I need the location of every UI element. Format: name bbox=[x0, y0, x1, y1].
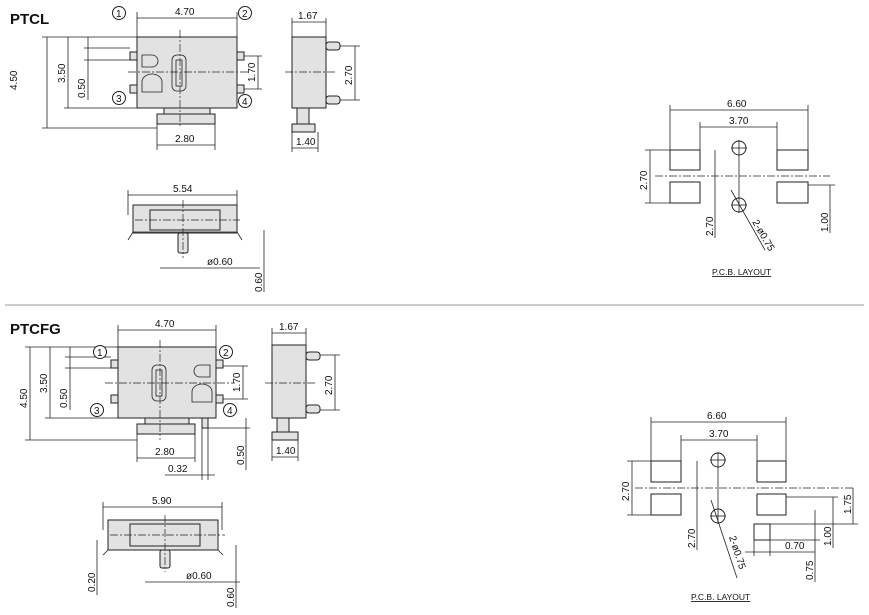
dim-offset-a: 1.75 bbox=[843, 494, 854, 514]
dim-small-pad-offset: 0.75 bbox=[805, 560, 816, 580]
bottom-view: 5.54 ø0.60 0.60 bbox=[127, 184, 265, 292]
dim-pin-offset: 0.50 bbox=[59, 388, 70, 408]
dim-depth: 1.67 bbox=[298, 11, 318, 22]
dim-pad-span: 2.70 bbox=[639, 170, 650, 190]
dim-pin-length: 0.60 bbox=[254, 272, 265, 292]
svg-text:1: 1 bbox=[116, 9, 122, 20]
svg-text:2: 2 bbox=[223, 348, 229, 359]
dim-holes: 2-ø0.75 bbox=[726, 535, 747, 572]
dim-width: 5.90 bbox=[152, 496, 172, 507]
dim-base-width: 2.80 bbox=[155, 447, 175, 458]
dim-outer: 6.60 bbox=[707, 411, 727, 422]
dim-width: 4.70 bbox=[155, 319, 175, 330]
dim-hole-span: 2.70 bbox=[705, 216, 716, 236]
side-view: 1.67 2.70 1.40 bbox=[285, 11, 360, 152]
dim-holes: 2-ø0.75 bbox=[749, 218, 776, 254]
dim-hole-span: 2.70 bbox=[687, 528, 698, 548]
pcb-layout: 6.60 3.70 2.70 2.70 2-ø0.75 1.75 1.00 0.… bbox=[621, 411, 858, 602]
section-title: PTCFG bbox=[10, 321, 61, 338]
dim-offset: 0.20 bbox=[87, 572, 98, 592]
dim-pin-span: 2.70 bbox=[324, 375, 335, 395]
dim-pin-length: 0.60 bbox=[226, 587, 237, 607]
dim-pin-dia: ø0.60 bbox=[207, 257, 233, 268]
dim-pin-span: 2.70 bbox=[344, 65, 355, 85]
dim-pin-dia: ø0.60 bbox=[186, 571, 212, 582]
dim-pin-offset: 0.50 bbox=[77, 78, 88, 98]
dim-inner: 3.70 bbox=[709, 429, 729, 440]
dim-gnd-len: 0.50 bbox=[236, 445, 247, 465]
dim-pin-pitch: 1.70 bbox=[232, 372, 243, 392]
svg-text:3: 3 bbox=[116, 94, 122, 105]
svg-text:4: 4 bbox=[227, 406, 233, 417]
svg-text:1: 1 bbox=[97, 348, 103, 359]
side-view: 1.67 2.70 1.40 bbox=[265, 322, 340, 461]
pcb-caption: P.C.B. LAYOUT bbox=[712, 267, 771, 277]
svg-text:3: 3 bbox=[94, 406, 100, 417]
dim-width: 4.70 bbox=[175, 7, 195, 18]
dim-offset-b: 1.00 bbox=[823, 526, 834, 546]
dim-height-body: 3.50 bbox=[57, 63, 68, 83]
switch-body bbox=[136, 36, 238, 109]
pcb-layout: 6.60 3.70 2.70 2.70 2-ø0.75 1.00 P.C.B. … bbox=[639, 99, 835, 277]
dim-width: 5.54 bbox=[173, 184, 193, 195]
dim-offset: 1.00 bbox=[820, 212, 831, 232]
pin-labels: 1 2 3 4 bbox=[112, 6, 252, 108]
section-title: PTCL bbox=[10, 11, 49, 28]
dim-small-pad: 0.70 bbox=[785, 541, 805, 552]
top-view: 4.70 4.50 3.50 0.50 1.70 2.80 1 2 bbox=[9, 6, 262, 150]
dim-gap: 0.32 bbox=[168, 464, 188, 475]
section-ptcl: PTCL 4.70 4.50 3.50 0.50 1.70 2.80 bbox=[9, 6, 835, 292]
dim-inner: 3.70 bbox=[729, 116, 749, 127]
dim-base-width: 2.80 bbox=[175, 134, 195, 145]
svg-text:2: 2 bbox=[242, 9, 248, 20]
dim-stem: 1.40 bbox=[276, 446, 296, 457]
section-ptcfg: PTCFG 4.70 4.50 3.50 0.50 1.70 2.80 bbox=[10, 319, 858, 608]
dim-height-total: 4.50 bbox=[9, 70, 20, 90]
dim-height-body: 3.50 bbox=[39, 373, 50, 393]
dim-depth: 1.67 bbox=[279, 322, 299, 333]
dim-pad-span: 2.70 bbox=[621, 481, 632, 501]
svg-text:4: 4 bbox=[242, 97, 248, 108]
dim-pin-pitch: 1.70 bbox=[247, 62, 258, 82]
pcb-caption: P.C.B. LAYOUT bbox=[691, 592, 750, 602]
bottom-view: 5.90 ø0.60 0.20 0.60 bbox=[87, 496, 240, 608]
top-view: 4.70 4.50 3.50 0.50 1.70 2.80 0.32 0.50 bbox=[19, 319, 250, 480]
dim-stem: 1.40 bbox=[296, 137, 316, 148]
dim-outer: 6.60 bbox=[727, 99, 747, 110]
pin-labels: 1 2 3 4 bbox=[90, 345, 237, 417]
dim-height-total: 4.50 bbox=[19, 388, 30, 408]
